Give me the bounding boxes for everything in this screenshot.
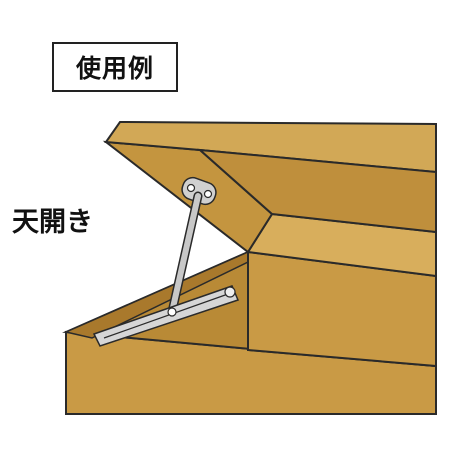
lid-bracket-screw-1 xyxy=(186,183,196,193)
opening-type-label: 天開き xyxy=(12,207,93,238)
lid-bracket-screw-2 xyxy=(203,189,213,199)
usage-example-label: 使用例 xyxy=(52,42,178,92)
stay-arm xyxy=(169,193,201,315)
lid-top xyxy=(104,120,437,174)
rail-pivot xyxy=(167,307,177,317)
lid-edge xyxy=(197,148,437,234)
stay-rail-slot xyxy=(103,293,229,339)
rail-end-screw xyxy=(224,286,236,298)
